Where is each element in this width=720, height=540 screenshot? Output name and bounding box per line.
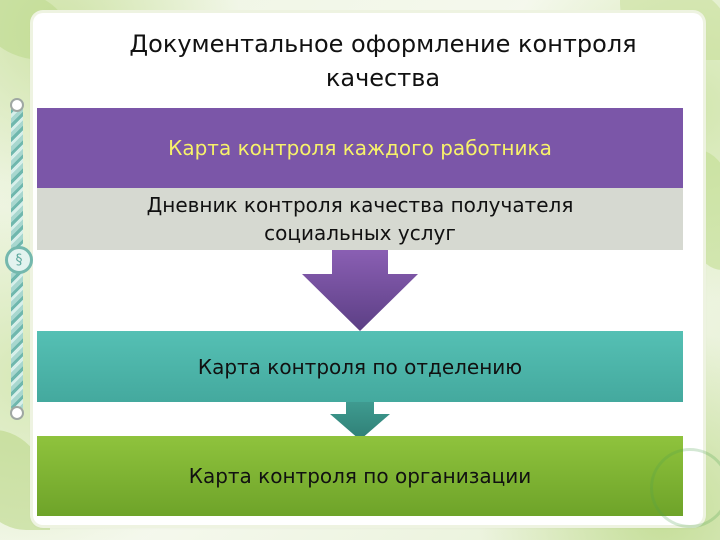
rope-end-bottom	[10, 406, 24, 420]
rope-knot-icon: §	[5, 246, 33, 274]
item-label: Карта контроля по отделению	[197, 354, 523, 379]
item-organization-control-card: Карта контроля по организации	[37, 436, 683, 516]
down-arrow-icon	[330, 402, 390, 440]
slide-title: Документальное оформление контроля качес…	[129, 30, 637, 92]
rope-end-top	[10, 98, 24, 112]
item-department-control-card: Карта контроля по отделению	[37, 331, 683, 402]
item-employee-control-card: Карта контроля каждого работника	[37, 108, 683, 188]
item-recipient-diary: Дневник контроля качества получателя соц…	[37, 188, 683, 250]
item-label: Карта контроля каждого работника	[168, 136, 552, 160]
down-arrow-icon	[302, 250, 418, 331]
item-label: Карта контроля по организации	[188, 464, 532, 488]
circular-stamp	[650, 448, 720, 528]
item-label: Дневник контроля качества получателя соц…	[146, 193, 574, 245]
